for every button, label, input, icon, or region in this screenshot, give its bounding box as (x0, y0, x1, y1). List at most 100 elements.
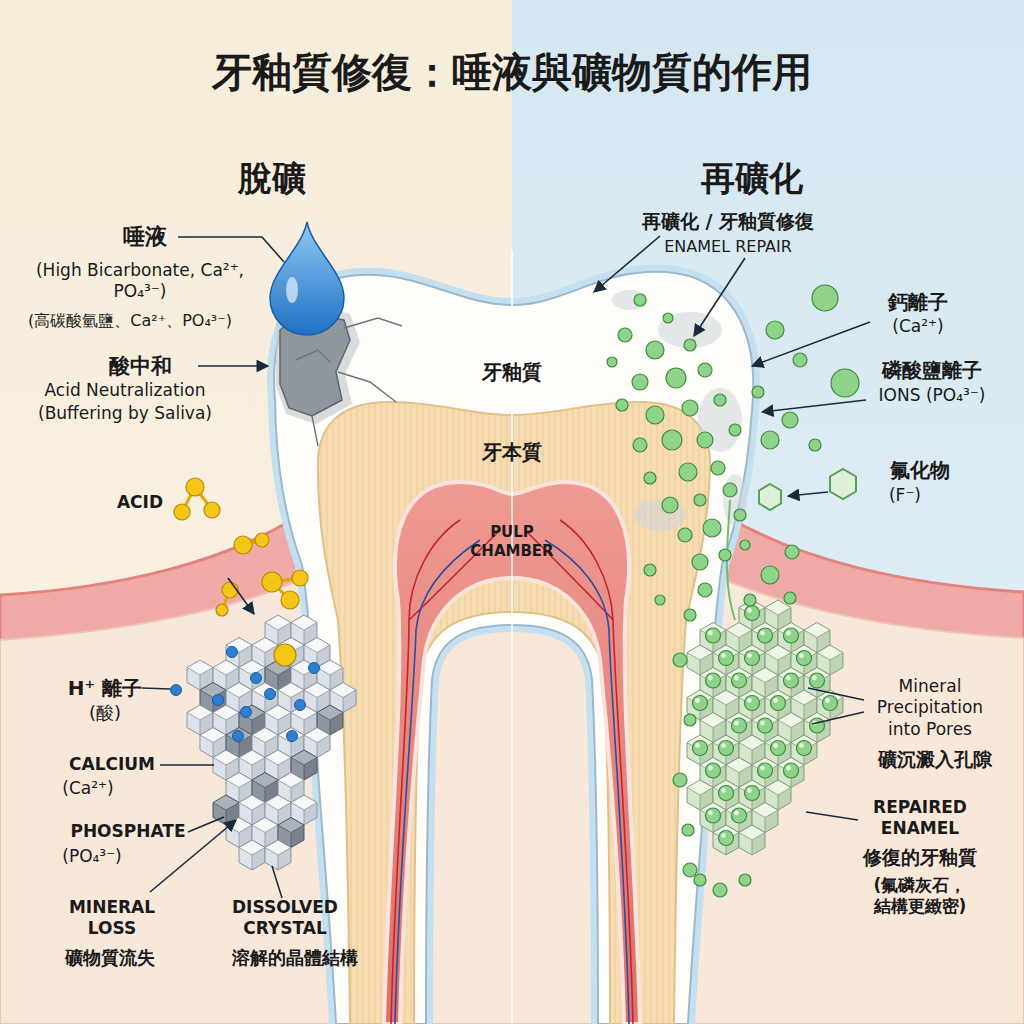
repair-lattice (687, 600, 843, 855)
mineral-ion (682, 400, 698, 416)
remineralized-texture (612, 290, 747, 531)
acid-molecule (186, 478, 204, 496)
fluoride-symbol (759, 469, 856, 510)
tooth-body (274, 272, 753, 1024)
mineral-ion (607, 285, 859, 897)
mineral-ion (633, 438, 647, 452)
acid-lattice (265, 840, 291, 870)
blood-vessel (545, 540, 629, 1024)
saliva-drop (286, 277, 298, 303)
mineral-ion (744, 594, 756, 606)
fluoride-symbol (830, 469, 856, 499)
leader-line (812, 712, 864, 724)
mineral-ion (666, 368, 686, 388)
hydrogen-ion (227, 647, 238, 658)
mineral-ion (607, 357, 617, 367)
mineral-ion (752, 386, 764, 398)
mineral-ion (703, 519, 721, 537)
mineral-ion (785, 545, 799, 559)
mineral-ion (719, 549, 731, 561)
mineral-ion (793, 353, 807, 367)
mineral-ion (694, 494, 706, 506)
hydrogen-ion (171, 647, 320, 742)
panel-heading: 脫礦 (238, 157, 306, 200)
mineral-ion (784, 592, 796, 604)
mineral-ion (644, 472, 656, 484)
mineral-ion (684, 714, 696, 726)
acid-molecule (216, 604, 228, 616)
mineral-ion (673, 773, 687, 787)
mineral-ion (694, 874, 706, 886)
hydrogen-ion (265, 689, 276, 700)
divider-line (511, 250, 513, 1024)
acid-molecule (255, 533, 269, 547)
hydrogen-ion (233, 731, 244, 742)
acid-molecule (174, 478, 308, 666)
acid-molecule (182, 487, 300, 610)
leader-line (272, 866, 282, 898)
mineral-ion (662, 497, 678, 513)
acid-lattice (239, 840, 265, 870)
mineral-ion (632, 374, 648, 390)
mineral-ion (723, 483, 737, 497)
mineral-ion (740, 540, 750, 550)
leader-line (806, 812, 858, 820)
mineral-ion (812, 285, 838, 311)
mineral-ion (729, 424, 741, 436)
mineral-ion (678, 528, 692, 542)
acid-molecule (281, 591, 299, 609)
leader-line (178, 237, 284, 262)
acid-molecule (274, 644, 296, 666)
remineralized-texture (612, 290, 648, 310)
tooth-body (274, 272, 753, 1024)
mineral-ion (679, 463, 697, 481)
mineral-ion (713, 883, 727, 897)
mineral-ion (683, 863, 697, 877)
acid-molecule (222, 582, 238, 598)
enamel-cavity (296, 318, 402, 446)
acid-molecule (204, 502, 220, 518)
leader-line (808, 688, 864, 700)
leader-line (752, 322, 870, 366)
mineral-ion (644, 564, 656, 576)
acid-molecule (292, 570, 308, 586)
leader-line (694, 258, 745, 336)
mineral-ion (698, 583, 712, 597)
leader-line (142, 236, 870, 898)
mineral-ion (684, 609, 696, 621)
mineral-ion (682, 824, 694, 836)
hydrogen-ion (251, 673, 262, 684)
leader-line (762, 400, 866, 412)
fluoride-symbol (759, 484, 781, 510)
leader-line (788, 492, 828, 496)
leader-line (594, 236, 660, 292)
panel-heading: 再礦化 (701, 157, 803, 200)
blood-vessel (525, 520, 633, 1024)
mineral-ion (662, 430, 682, 450)
saliva-drop (270, 222, 344, 335)
dentin-layer (318, 402, 710, 1024)
acid-lattice (187, 615, 356, 870)
acid-molecule (174, 478, 308, 666)
mineral-ion (655, 595, 665, 605)
mineral-ion (766, 321, 784, 339)
mineral-ion (761, 431, 779, 449)
leader-line (150, 820, 236, 892)
repair-lattice (713, 825, 739, 855)
acid-molecule (174, 504, 190, 520)
mineral-ion (831, 369, 859, 397)
mineral-ion (616, 399, 628, 411)
hydrogen-ion (213, 695, 224, 706)
saliva-drop (270, 222, 344, 335)
remineralized-texture (698, 388, 742, 452)
remineralized-texture (723, 474, 747, 526)
hydrogen-ion (295, 700, 306, 711)
hydrogen-ion (171, 685, 182, 696)
mineral-ion (663, 313, 673, 323)
leader-line (228, 578, 254, 614)
mineral-ion (646, 406, 664, 424)
mineral-ion (673, 653, 687, 667)
hydrogen-ion (241, 707, 252, 718)
